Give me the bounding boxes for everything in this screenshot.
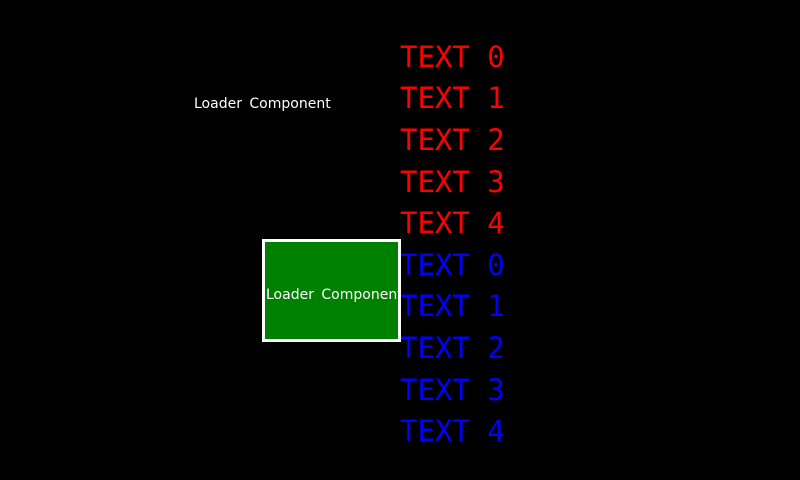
text-item-blue-2[interactable]: TEXT 2 bbox=[400, 330, 505, 365]
text-item-red-2[interactable]: TEXT 2 bbox=[400, 122, 505, 157]
text-item-blue-3[interactable]: TEXT 3 bbox=[400, 372, 505, 407]
loader-component-box-label: Loader Component bbox=[266, 286, 401, 303]
text-item-red-4[interactable]: TEXT 4 bbox=[400, 206, 505, 241]
loader-component-label: Loader Component bbox=[194, 96, 331, 112]
text-item-red-3[interactable]: TEXT 3 bbox=[400, 164, 505, 199]
text-list: TEXT 0 TEXT 1 TEXT 2 TEXT 3 TEXT 4 TEXT … bbox=[400, 36, 505, 452]
text-item-blue-0[interactable]: TEXT 0 bbox=[400, 247, 505, 282]
loader-component-box[interactable]: Loader Component bbox=[262, 239, 401, 342]
text-item-blue-4[interactable]: TEXT 4 bbox=[400, 414, 505, 449]
text-item-blue-1[interactable]: TEXT 1 bbox=[400, 289, 505, 324]
text-item-red-1[interactable]: TEXT 1 bbox=[400, 81, 505, 116]
text-item-red-0[interactable]: TEXT 0 bbox=[400, 39, 505, 74]
